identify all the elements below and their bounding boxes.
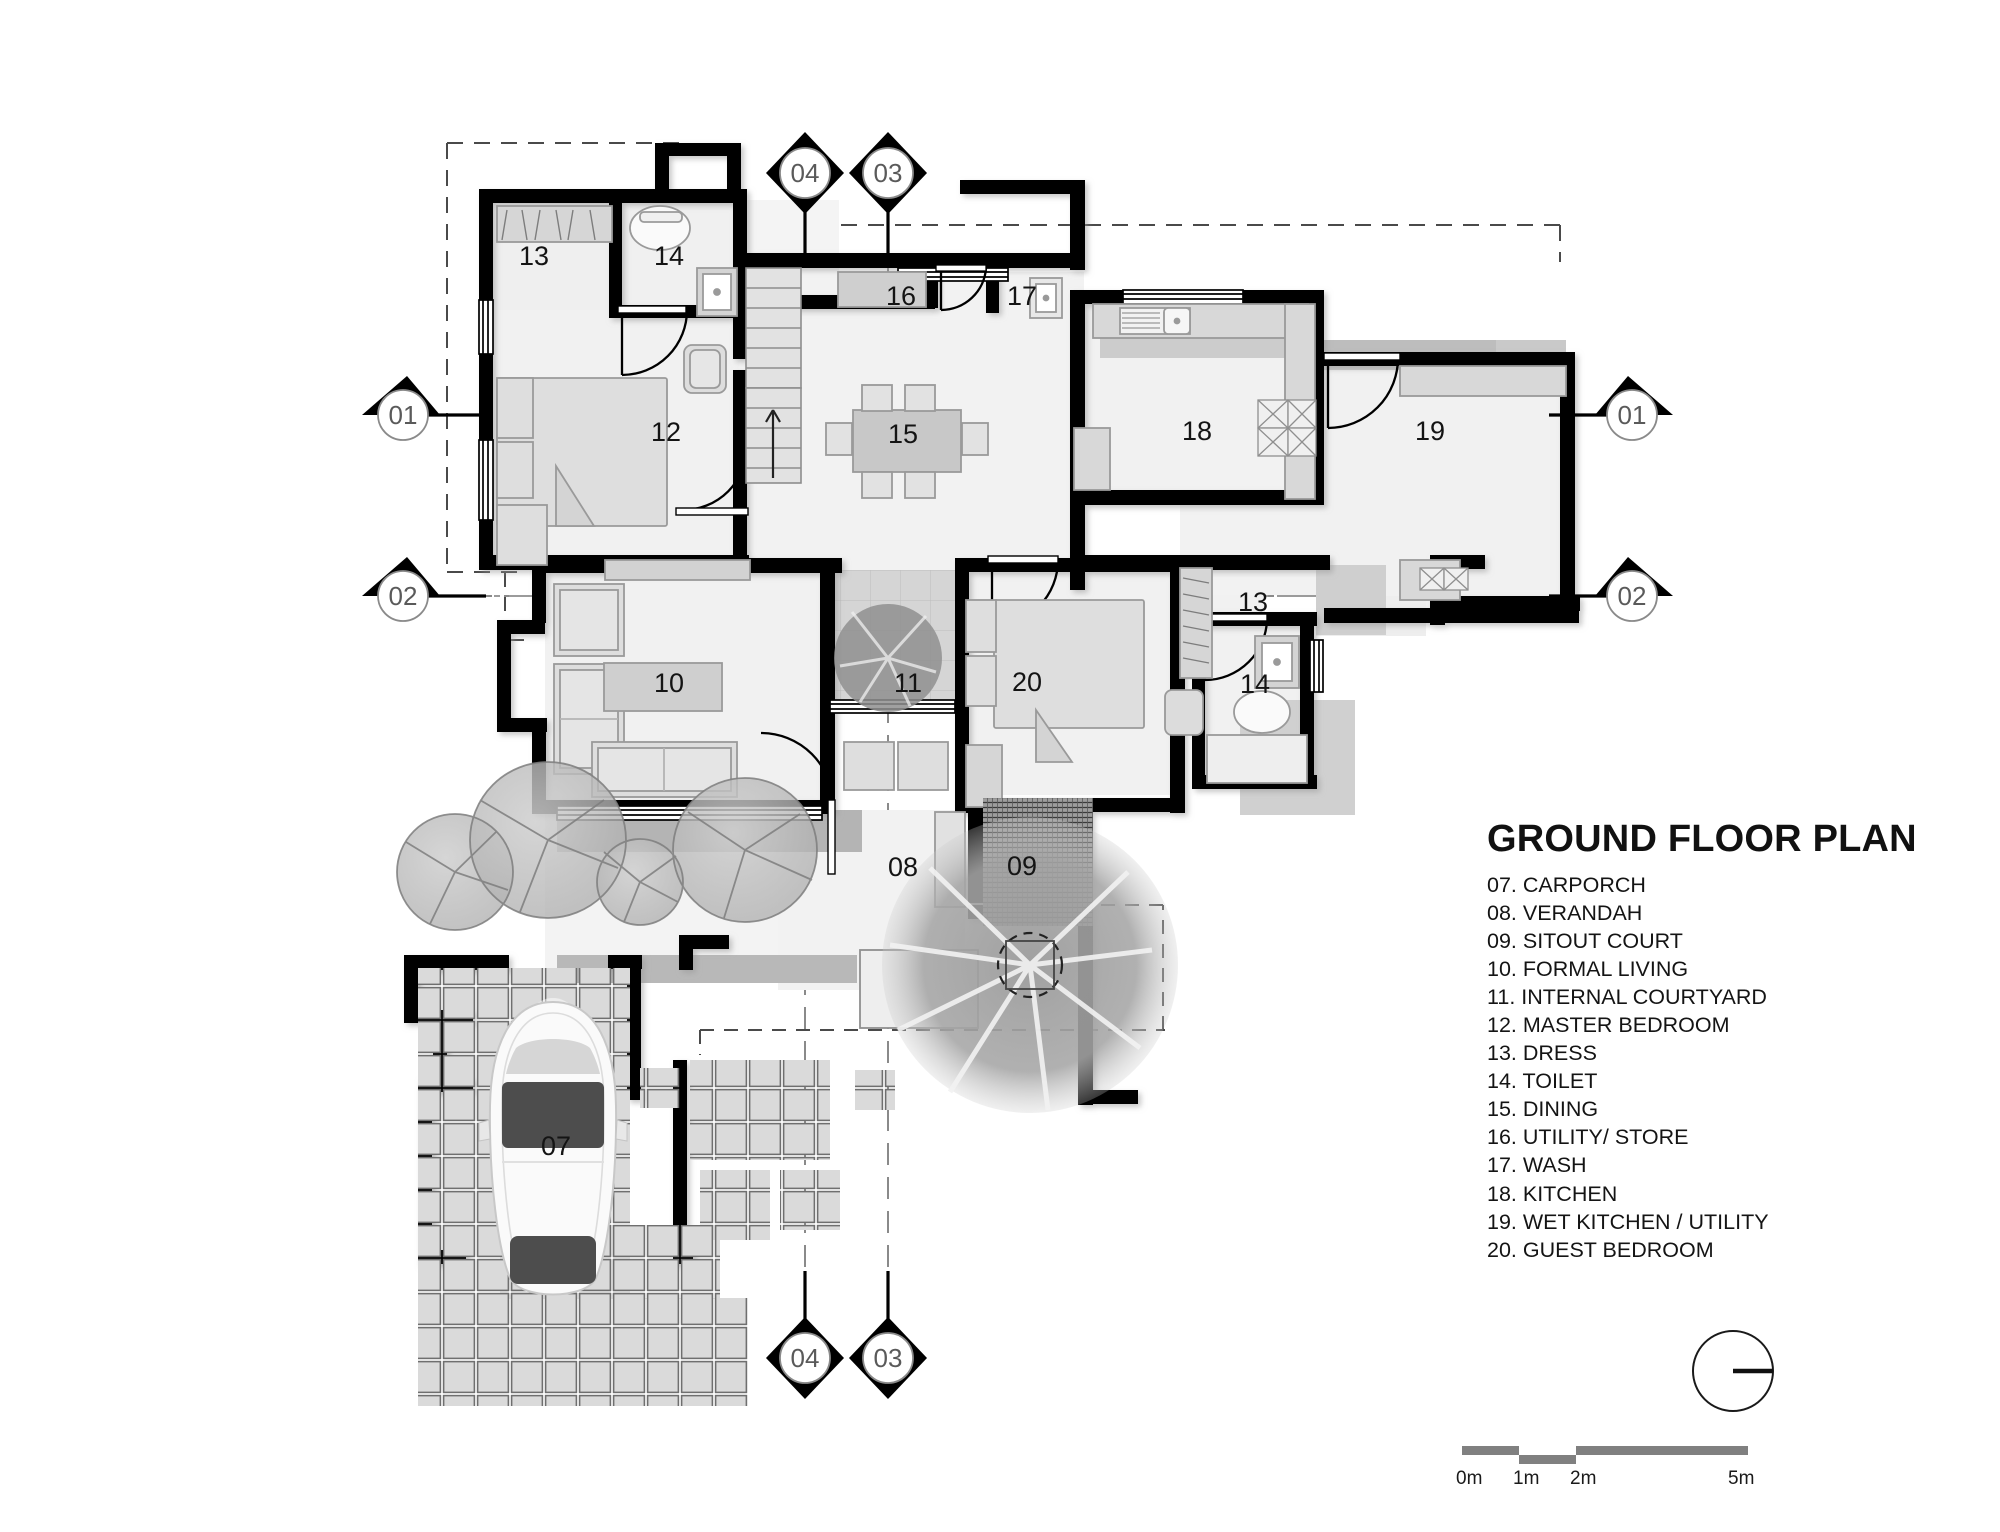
section-marker-label: 04 (791, 1343, 820, 1373)
scale-tick-5m: 5m (1728, 1468, 1755, 1489)
legend-item: 09. SITOUT COURT (1487, 929, 1683, 954)
section-marker-label: 02 (389, 581, 418, 611)
room-number-tags: 13 14 12 16 17 15 18 19 10 11 20 13 14 08 09 07 (519, 241, 1445, 1161)
page-title: GROUND FLOOR PLAN (1487, 818, 1917, 860)
legend-item: 17. WASH (1487, 1153, 1587, 1178)
room-tag-09: 09 (1007, 851, 1037, 881)
section-marker-circle (377, 570, 429, 622)
section-marker-circle (377, 389, 429, 441)
room-tag-13: 13 (519, 241, 549, 271)
room-tag-20: 20 (1012, 667, 1042, 697)
room-tag-07: 07 (541, 1131, 571, 1161)
room-tag-18: 18 (1182, 416, 1212, 446)
room-tag-14: 14 (1240, 669, 1270, 699)
section-marker-04[interactable]: 04 (766, 1271, 844, 1399)
section-marker-circle (862, 1332, 914, 1384)
section-marker-03[interactable]: 03 (849, 132, 927, 260)
section-marker-label: 01 (1618, 400, 1647, 430)
room-tag-14: 14 (654, 241, 684, 271)
legend-item: 07. CARPORCH (1487, 873, 1646, 897)
legend-item: 16. UTILITY/ STORE (1487, 1125, 1689, 1150)
legend-list: 07. CARPORCH 08. VERANDAH 09. SITOUT COURT… (1487, 871, 1947, 1264)
furniture (496, 205, 1567, 1029)
room-tag-17: 17 (1007, 281, 1037, 311)
room-tag-12: 12 (651, 417, 681, 447)
scale-seg-1-2 (1519, 1455, 1576, 1464)
landscape (396, 604, 1178, 1113)
section-marker-circle (862, 147, 914, 199)
section-marker-label: 01 (389, 400, 418, 430)
section-marker-01[interactable]: 01 (1549, 376, 1673, 441)
section-marker-label: 03 (874, 158, 903, 188)
section-marker-circle (1606, 570, 1658, 622)
section-markers: 01 02 01 02 04 03 04 03 (362, 132, 1673, 1399)
room-tag-13: 13 (1238, 587, 1268, 617)
courtyard-tree (834, 604, 942, 712)
legend-item: 14. TOILET (1487, 1069, 1598, 1094)
legend-item: 19. WET KITCHEN / UTILITY (1487, 1209, 1769, 1234)
site-boundary (446, 142, 1561, 573)
doors (617, 264, 1401, 875)
section-marker-01[interactable]: 01 (362, 376, 486, 441)
room-tag-11: 11 (894, 668, 922, 698)
section-marker-03[interactable]: 03 (849, 1271, 927, 1399)
scale-tick-2m: 2m (1570, 1468, 1597, 1489)
room-tag-08: 08 (888, 852, 918, 882)
section-marker-circle (779, 147, 831, 199)
scale-bar: 0m 1m 2m 5m (1456, 1440, 1792, 1500)
section-marker-label: 02 (1618, 581, 1647, 611)
legend-item: 10. FORMAL LIVING (1487, 957, 1689, 982)
room-tag-19: 19 (1415, 416, 1445, 446)
north-point-icon (1692, 1330, 1774, 1412)
legend-panel: GROUND FLOOR PLAN 07. CARPORCH 08. VERAND… (1487, 818, 1947, 1264)
legend-item: 11. INTERNAL COURTYARD (1487, 985, 1767, 1010)
section-marker-label: 04 (791, 158, 820, 188)
scale-tick-1m: 1m (1513, 1468, 1540, 1489)
legend-item: 13. DRESS (1487, 1041, 1597, 1066)
room-tag-16: 16 (886, 281, 916, 311)
legend-item: 15. DINING (1487, 1097, 1599, 1122)
section-marker-label: 03 (874, 1343, 903, 1373)
room-tag-15: 15 (888, 419, 918, 449)
section-marker-04[interactable]: 04 (766, 132, 844, 260)
room-tag-10: 10 (654, 668, 684, 698)
section-marker-02[interactable]: 02 (362, 557, 486, 622)
section-marker-02[interactable]: 02 (1549, 557, 1673, 622)
legend-item: 18. KITCHEN (1487, 1181, 1618, 1206)
section-marker-circle (1606, 389, 1658, 441)
shrub-cluster (396, 761, 818, 931)
scale-tick-0m: 0m (1456, 1468, 1483, 1489)
section-marker-circle (779, 1332, 831, 1384)
scale-seg-0-1 (1462, 1446, 1519, 1455)
scale-seg-2-5 (1576, 1446, 1748, 1455)
legend-item: 08. VERANDAH (1487, 901, 1643, 926)
legend-item: 12. MASTER BEDROOM (1487, 1013, 1730, 1038)
legend-item: 20. GUEST BEDROOM (1487, 1237, 1714, 1262)
car-icon (478, 998, 628, 1296)
